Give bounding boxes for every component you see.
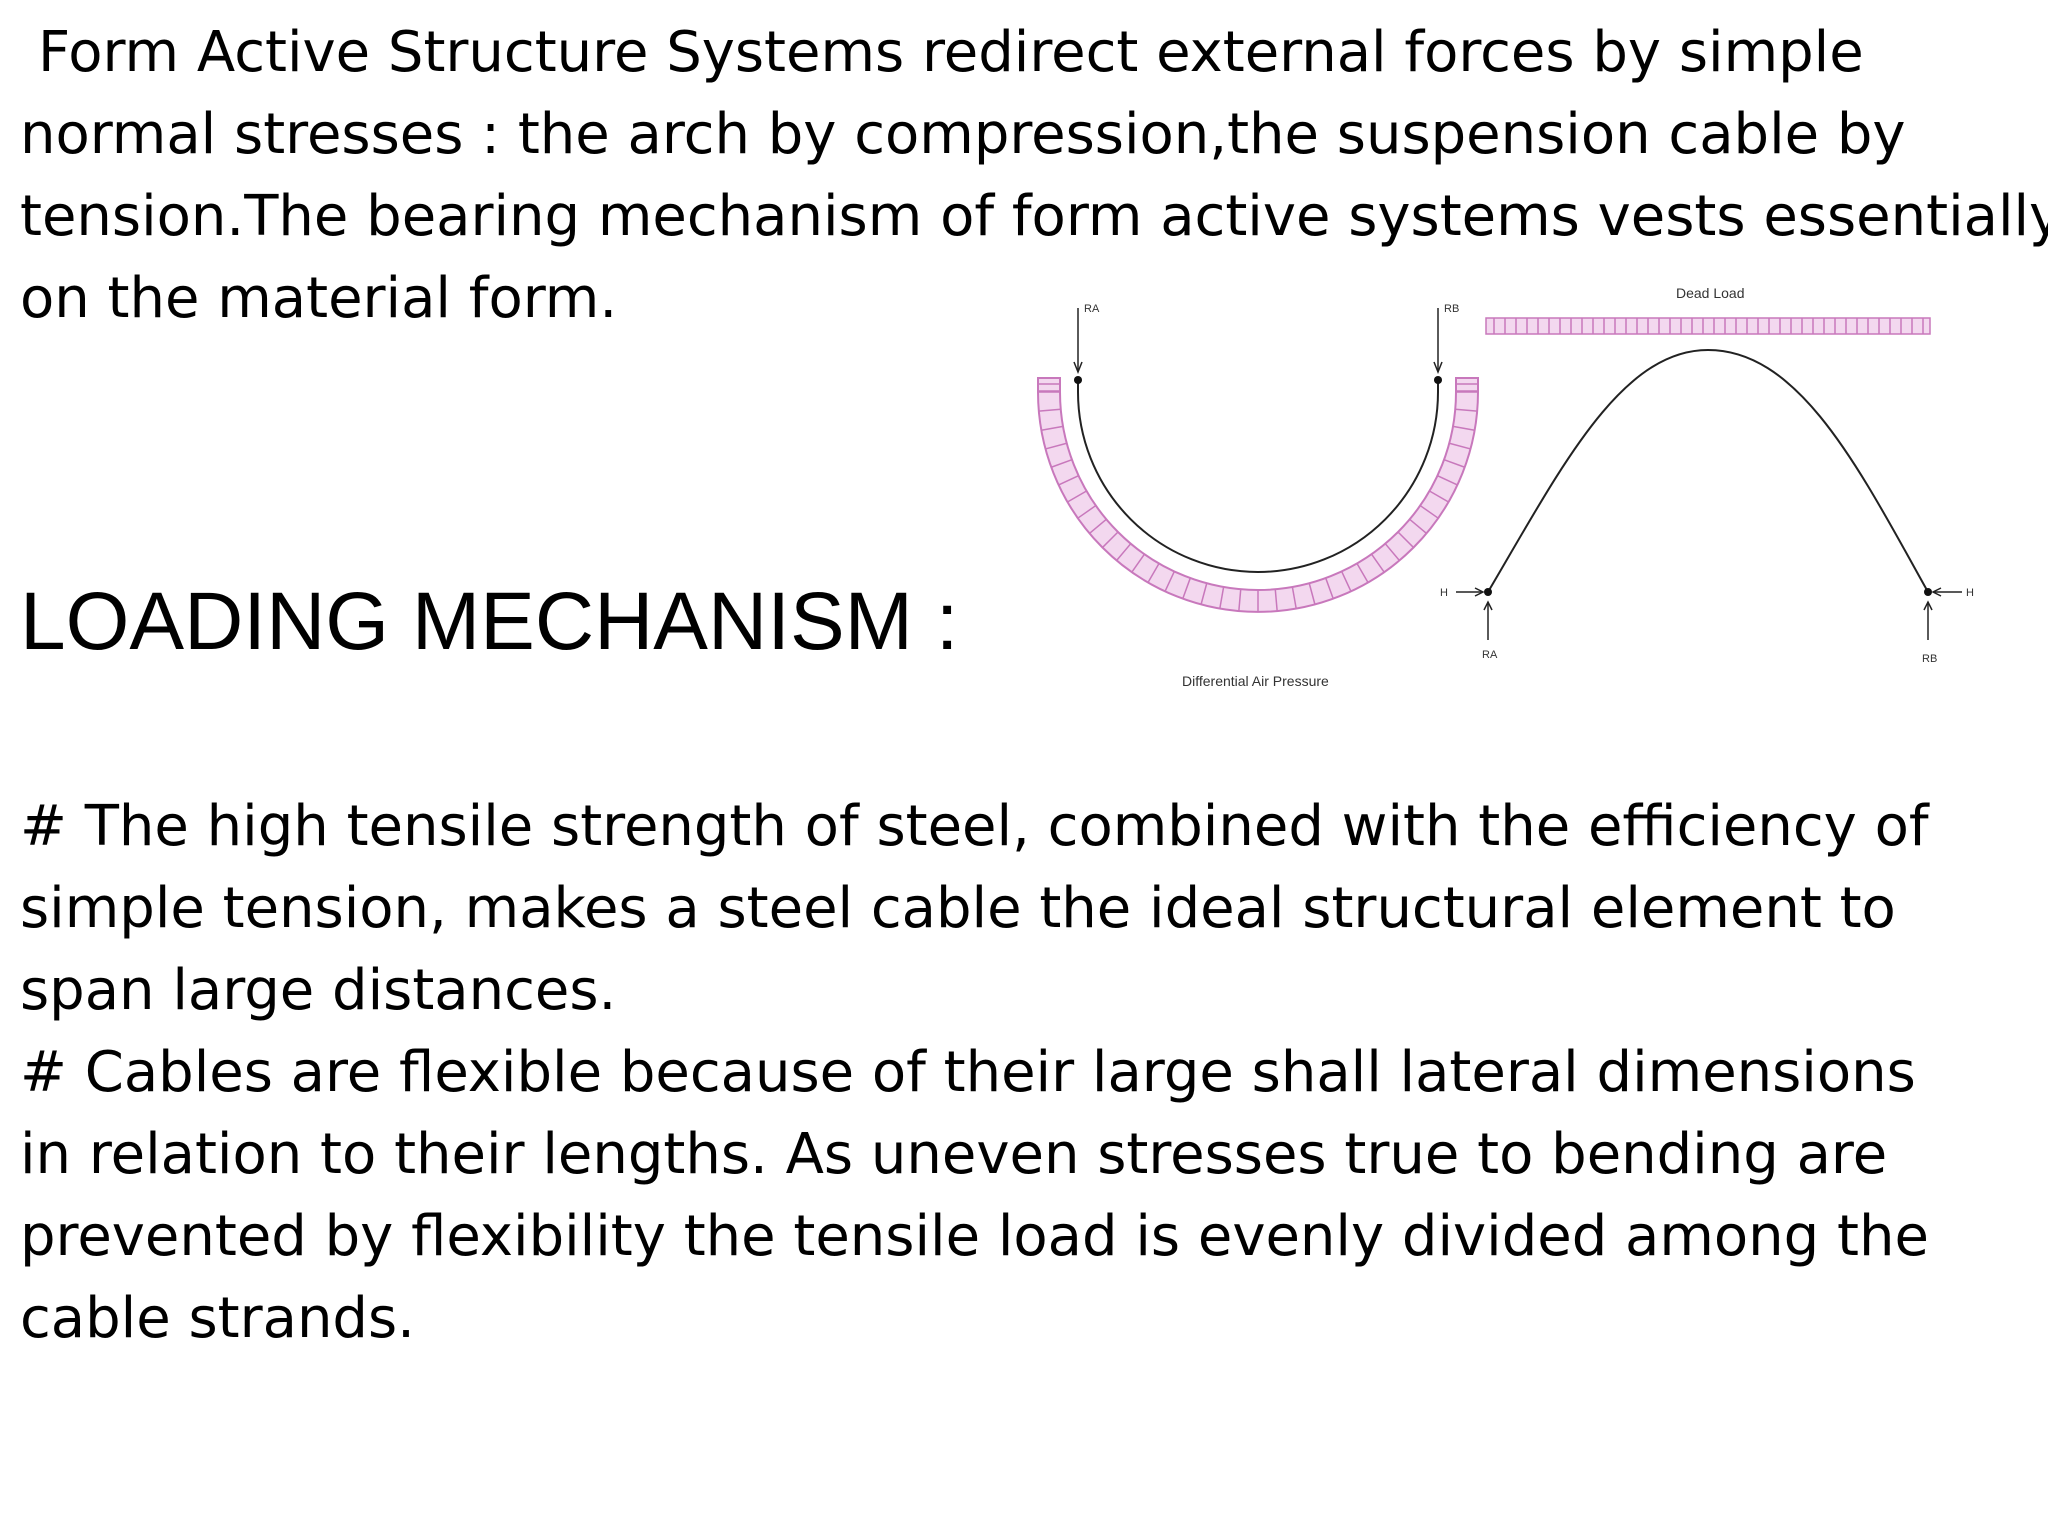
arch-line (1487, 348, 1929, 593)
body-line: in relation to their lengths. As uneven … (20, 1122, 1888, 1187)
pressure-tick (1131, 553, 1146, 573)
pressure-tick (1045, 442, 1067, 450)
body-line: cable strands. (20, 1286, 415, 1351)
pressure-tick (1067, 490, 1087, 503)
cable-caption: Differential Air Pressure (1182, 673, 1329, 689)
pressure-tick (1419, 504, 1439, 519)
pressure-tick (1058, 474, 1079, 486)
thrust-label: H (1966, 587, 1974, 599)
body-line: simple tension, makes a steel cable the … (20, 876, 1896, 941)
pressure-tick (1116, 543, 1132, 562)
pressure-tick (1200, 583, 1208, 605)
pressure-tick (1088, 518, 1107, 534)
support-point-left (1484, 588, 1492, 596)
intro-line: on the material form. (20, 266, 618, 331)
body-line: # The high tensile strength of steel, co… (20, 794, 1929, 859)
body-line: # Cables are flexible because of their l… (20, 1040, 1916, 1105)
pressure-tick (1384, 543, 1400, 562)
dead-load-bar (1485, 317, 1931, 335)
support-point-right (1924, 588, 1932, 596)
pressure-tick (1429, 490, 1449, 503)
reaction-label: RB (1444, 303, 1459, 315)
pressure-tick (1397, 531, 1415, 549)
pressure-band (1037, 377, 1479, 613)
pressure-tick (1051, 459, 1073, 468)
thrust-label: H (1440, 587, 1448, 599)
intro-line: tension.The bearing mechanism of form ac… (20, 184, 2048, 249)
pressure-tick (1437, 474, 1458, 486)
reaction-arrow-right (1433, 308, 1443, 375)
support-point-right (1434, 376, 1442, 384)
pressure-tick (1274, 589, 1278, 612)
pressure-tick (1356, 563, 1369, 583)
dead-load-caption: Dead Load (1676, 285, 1745, 301)
intro-line: Form Active Structure Systems redirect e… (38, 20, 1864, 85)
reaction-label: RA (1482, 649, 1498, 661)
body-line: span large distances. (20, 958, 617, 1023)
pressure-tick (1443, 459, 1465, 468)
body-line: prevented by flexibility the tensile loa… (20, 1204, 1929, 1269)
pressure-tick (1077, 504, 1097, 519)
thrust-arrow-left (1456, 587, 1485, 597)
intro-line: normal stresses : the arch by compressio… (20, 102, 1906, 167)
pressure-tick (1038, 408, 1061, 412)
support-point-left (1074, 376, 1082, 384)
reaction-label: RA (1084, 303, 1100, 315)
intro-paragraph: Form Active Structure Systems redirect e… (20, 12, 2048, 340)
pressure-tick (1238, 589, 1242, 612)
reaction-arrow-left (1073, 308, 1083, 375)
reaction-label: RB (1922, 653, 1937, 665)
pressure-tick (1147, 563, 1160, 583)
pressure-tick (1291, 586, 1297, 609)
reaction-arrow-right (1923, 600, 1933, 640)
pressure-tick (1101, 531, 1119, 549)
reaction-arrow-left (1483, 600, 1493, 640)
pressure-tick (1409, 518, 1428, 534)
pressure-tick (1449, 442, 1471, 450)
section-heading: LOADING MECHANISM : (20, 576, 959, 667)
pressure-tick (1340, 571, 1352, 592)
load-ticks (1493, 318, 1924, 334)
pressure-tick (1452, 425, 1475, 431)
thrust-arrow-right (1931, 587, 1962, 597)
pressure-ticks (1038, 383, 1478, 612)
arch-diagram: Dead Load H H (1440, 285, 1974, 665)
pressure-tick (1370, 553, 1385, 573)
pressure-tick (1182, 577, 1191, 599)
pressure-tick (1308, 583, 1316, 605)
structural-figure: RA RB Differential Air Pressure Dead Loa… (1000, 270, 2010, 750)
body-paragraph: # The high tensile strength of steel, co… (20, 786, 2020, 1360)
cable-line (1077, 380, 1439, 573)
pressure-tick (1041, 425, 1064, 431)
pressure-tick (1164, 571, 1176, 592)
pressure-tick (1325, 577, 1334, 599)
pressure-tick (1455, 408, 1478, 412)
structural-diagrams: RA RB Differential Air Pressure Dead Loa… (1037, 285, 1974, 689)
suspension-cable-diagram: RA RB Differential Air Pressure (1037, 303, 1479, 689)
pressure-tick (1219, 586, 1225, 609)
